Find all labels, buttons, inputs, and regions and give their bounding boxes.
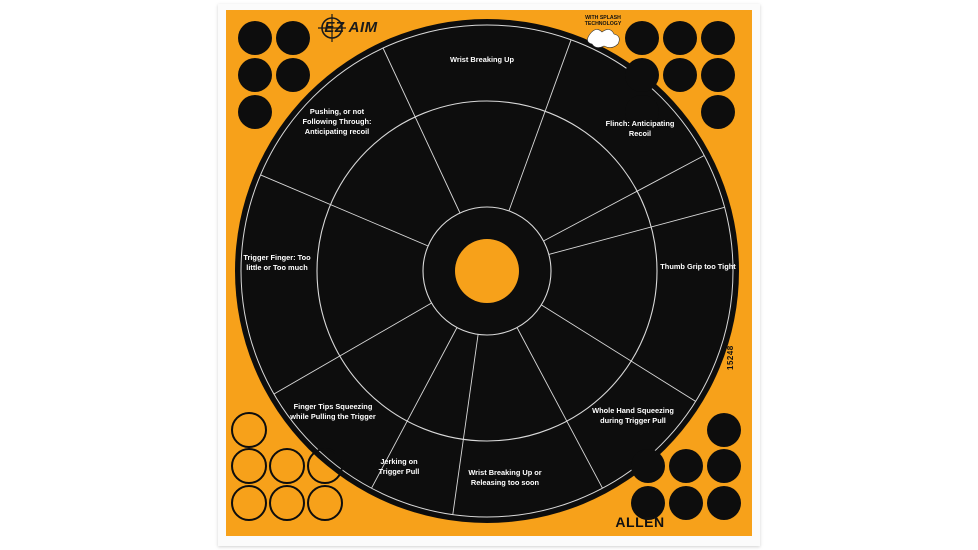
zone-divider-line	[516, 327, 603, 489]
zone-divider-line	[543, 155, 705, 242]
repair-dot[interactable]	[669, 486, 703, 520]
repair-dot[interactable]	[276, 21, 310, 55]
zone-divider-line	[260, 174, 429, 247]
middle-white-ring	[316, 100, 658, 442]
zone-divider-line	[548, 206, 725, 255]
repair-dot[interactable]	[307, 485, 343, 521]
zone-dividers	[260, 39, 725, 515]
repair-dot[interactable]	[231, 485, 267, 521]
repair-dot[interactable]	[701, 58, 735, 92]
repair-dot[interactable]	[707, 449, 741, 483]
zone-divider-line	[508, 39, 572, 212]
zone-divider-line	[452, 334, 479, 515]
repair-dot[interactable]	[625, 21, 659, 55]
zone-divider-line	[382, 47, 461, 214]
repair-dot[interactable]	[269, 448, 305, 484]
inner-white-ring	[422, 206, 552, 336]
repair-dot[interactable]	[631, 449, 665, 483]
repair-dot[interactable]	[701, 95, 735, 129]
repair-dot[interactable]	[238, 95, 272, 129]
repair-dots-bottom-right	[631, 413, 741, 520]
zone-divider-line	[371, 327, 458, 489]
repair-dot[interactable]	[663, 58, 697, 92]
repair-dot[interactable]	[707, 413, 741, 447]
repair-dots-top-left	[238, 21, 310, 129]
repair-dot[interactable]	[307, 448, 343, 484]
repair-dot[interactable]	[238, 58, 272, 92]
zone-divider-line	[541, 304, 696, 402]
repair-dot[interactable]	[276, 58, 310, 92]
repair-dots-bottom-left	[231, 412, 343, 521]
repair-dot[interactable]	[625, 58, 659, 92]
repair-dot[interactable]	[707, 486, 741, 520]
repair-dot[interactable]	[238, 21, 272, 55]
ez-aim-logo-icon	[318, 14, 346, 42]
repair-dot[interactable]	[701, 21, 735, 55]
repair-dot[interactable]	[631, 486, 665, 520]
outer-white-outline	[240, 24, 734, 518]
zone-divider-line	[273, 302, 432, 395]
repair-dot[interactable]	[625, 95, 659, 129]
repair-dot[interactable]	[663, 21, 697, 55]
repair-dot[interactable]	[269, 485, 305, 521]
bullseye[interactable]	[455, 239, 519, 303]
splash-technology-badge-icon	[587, 29, 620, 48]
repair-dot[interactable]	[231, 448, 267, 484]
repair-dot[interactable]	[231, 412, 267, 448]
repair-dots-top-right	[625, 21, 735, 129]
repair-dot[interactable]	[669, 449, 703, 483]
